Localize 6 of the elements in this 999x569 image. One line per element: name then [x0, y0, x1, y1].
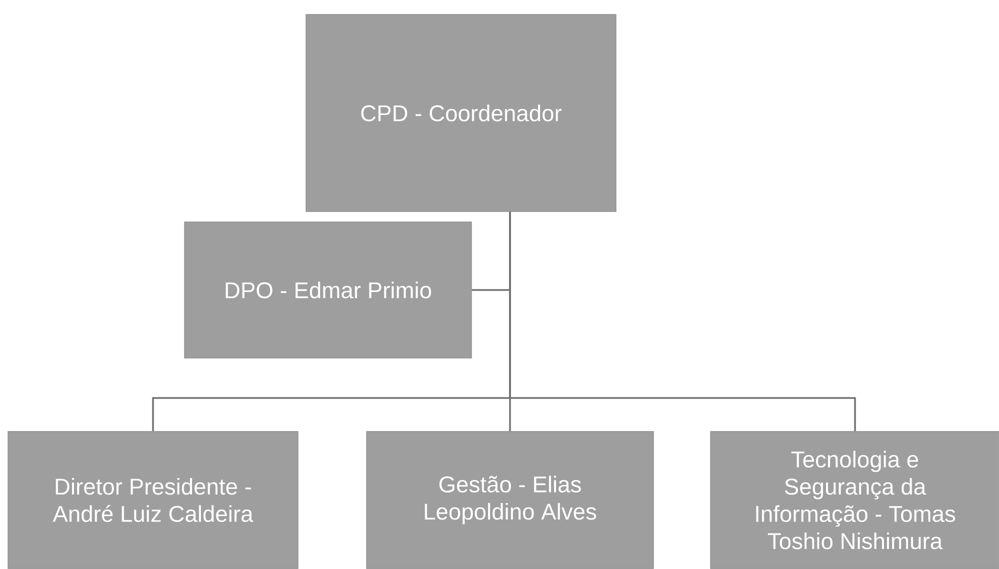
connector-line [509, 212, 856, 432]
org-box: Tecnologia e Segurança da Informação - Tomas Toshio Nishimura [710, 431, 999, 569]
org-box: CPD - Coordenador [306, 14, 616, 212]
org-box: Gestão - Elias Leopoldino Alves [366, 431, 654, 569]
org-box: Diretor Presidente - André Luiz Caldeira [8, 431, 298, 569]
org-box: DPO - Edmar Primio [184, 222, 472, 358]
